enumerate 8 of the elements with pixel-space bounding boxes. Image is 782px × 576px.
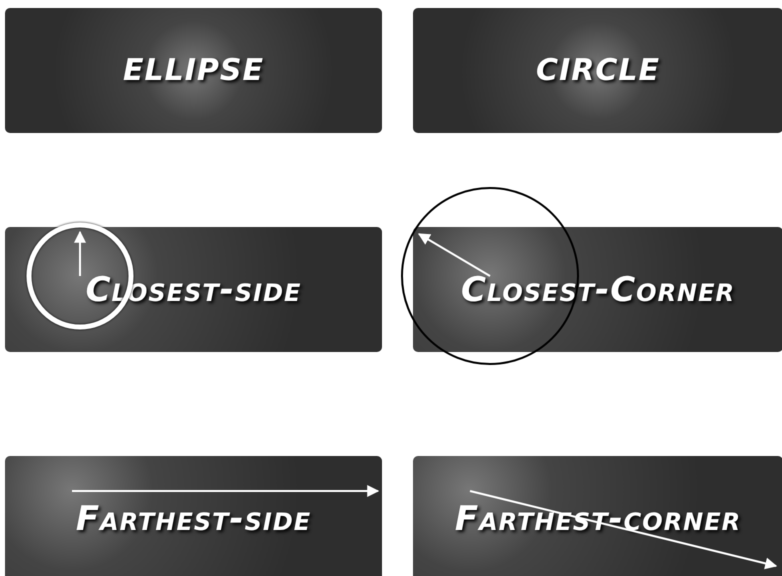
keyword-label: Closest-Corner: [460, 270, 736, 310]
gradient-panel: [413, 8, 782, 133]
gradient-panel: [5, 8, 382, 133]
gradient-panel: [5, 456, 382, 576]
keyword-label: Farthest-side: [76, 498, 312, 538]
gradient-panel: [413, 227, 782, 352]
keyword-label: ELLIPSE: [123, 53, 264, 88]
keyword-label: CIRCLE: [536, 53, 660, 88]
